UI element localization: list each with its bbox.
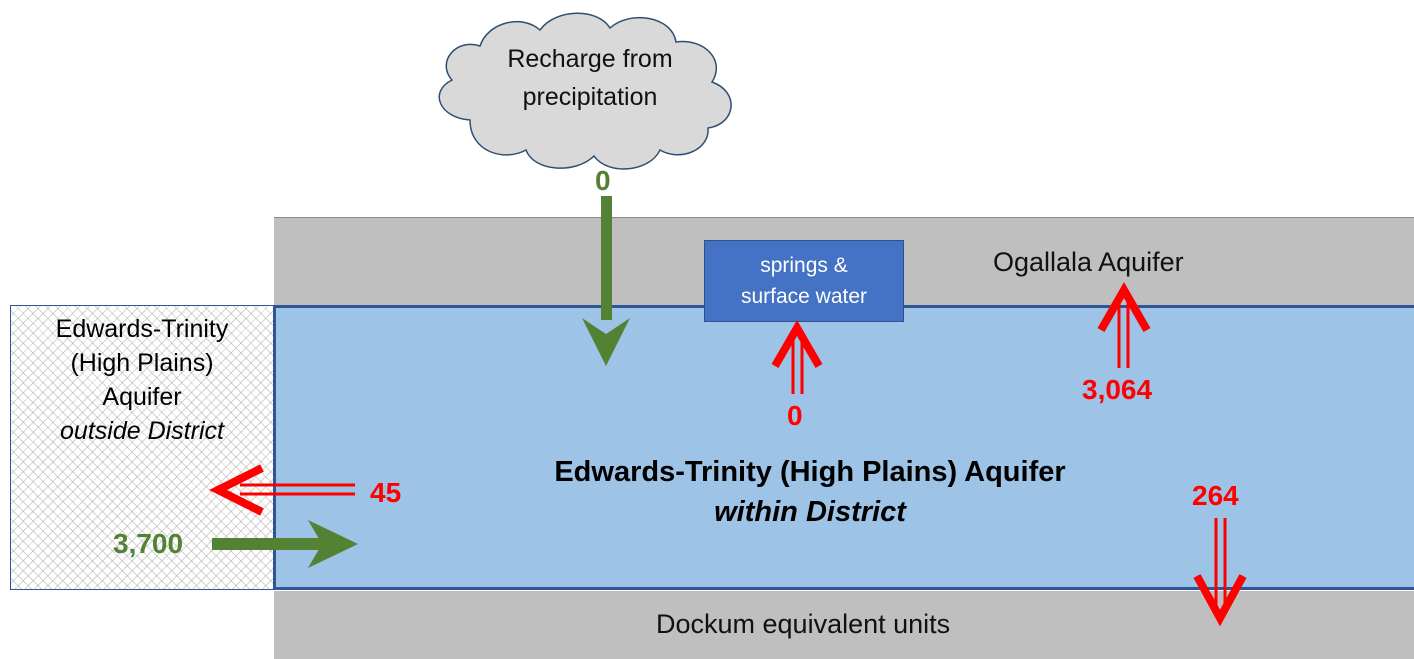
inflow-from-outside-arrow — [212, 520, 358, 568]
recharge-value: 0 — [595, 165, 611, 196]
main-aquifer-title: Edwards-Trinity (High Plains) Aquifer wi… — [440, 452, 1180, 532]
outside-label-line2: (High Plains) — [70, 349, 214, 377]
outside-label-line1: Edwards-Trinity — [55, 315, 229, 343]
outside-inflow-value: 3,700 — [113, 528, 184, 559]
outflow-to-outside-arrow — [209, 464, 355, 516]
cloud-icon — [438, 12, 732, 170]
outside-label-line4: outside District — [60, 417, 224, 445]
outside-label-line3: Aquifer — [102, 383, 182, 411]
springs-label-line2: surface water — [740, 285, 868, 308]
outside-outflow-value: 45 — [370, 477, 402, 508]
ogallala-arrow — [1097, 281, 1151, 368]
cloud-label-line2: precipitation — [522, 83, 658, 111]
springs-surface-water-box: springs & surface water — [704, 240, 904, 322]
dockum-label: Dockum equivalent units — [656, 609, 951, 639]
ogallala-label: Ogallala Aquifer — [993, 247, 1184, 277]
dockum-flow-value: 264 — [1192, 480, 1239, 511]
outside-district-label: Edwards-Trinity (High Plains) Aquifer ou… — [10, 312, 274, 448]
cloud-label-line1: Recharge from — [507, 45, 673, 73]
springs-arrow — [771, 320, 823, 394]
cloud-label: Recharge from precipitation — [470, 40, 710, 116]
springs-label-line1: springs & — [760, 254, 848, 277]
main-title-line2: within District — [714, 496, 906, 528]
ogallala-flow-value: 3,064 — [1082, 374, 1153, 405]
main-title-line1: Edwards-Trinity (High Plains) Aquifer — [554, 456, 1066, 488]
recharge-arrow — [582, 196, 630, 366]
dockum-arrow — [1193, 518, 1247, 627]
springs-value: 0 — [787, 400, 803, 431]
